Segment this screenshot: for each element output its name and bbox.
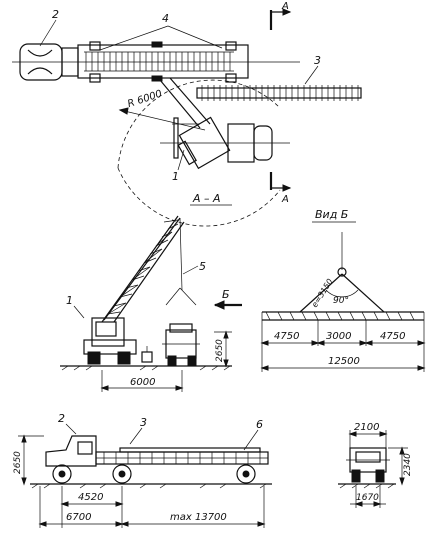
callout-1-plan: 1 (172, 170, 179, 183)
callout-5: 5 (199, 260, 206, 273)
callout-3: 3 (314, 54, 321, 67)
section-a-label-top: А (281, 1, 289, 12)
callout-2: 2 (52, 8, 59, 21)
dim-beam-mid: 3000 (326, 331, 351, 342)
plan-view: А 4 2 3 R 600 (12, 1, 362, 227)
dim-sling-angle: 90° (333, 296, 349, 306)
radius-label: R 6000 (126, 89, 163, 110)
callout-3-side: 3 (140, 416, 147, 429)
truck-side-view: 2 3 6 2650 4520 (13, 412, 272, 528)
dim-crane-height: 2650 (215, 339, 225, 362)
dim-rear-track: 1670 (356, 493, 379, 503)
trailer-slats (85, 52, 231, 71)
callout-1-section: 1 (66, 294, 73, 307)
callout-4: 4 (162, 12, 169, 25)
view-b-title: Вид Б (315, 208, 348, 221)
view-b: Вид Б e=3150 90° 4750 3000 4750 12500 (260, 208, 426, 372)
dim-beam-right: 4750 (380, 331, 405, 342)
dim-truck-front: 6700 (66, 512, 91, 523)
dim-beam-total: 12500 (328, 356, 360, 367)
section-a-a: А – А 5 1 Б (60, 192, 242, 392)
dim-sling-length: e=3150 (310, 277, 335, 309)
dim-rear-width: 2100 (354, 422, 379, 433)
callout-6: 6 (256, 418, 263, 431)
dim-beam-left: 4750 (274, 331, 299, 342)
view-b-arrow-label: Б (222, 288, 230, 301)
dim-crane-base: 6000 (130, 377, 155, 388)
dim-trailer-max: max 13700 (170, 512, 227, 523)
section-title: А – А (192, 192, 221, 205)
dim-truck-height: 2650 (13, 451, 23, 474)
callout-2-side: 2 (58, 412, 65, 425)
dim-rear-height: 2340 (403, 453, 413, 476)
truck-rear-view: 2100 2340 1670 (338, 422, 413, 508)
section-a-label-bottom: А (281, 194, 289, 205)
dim-truck-wheelbase: 4520 (78, 492, 103, 503)
